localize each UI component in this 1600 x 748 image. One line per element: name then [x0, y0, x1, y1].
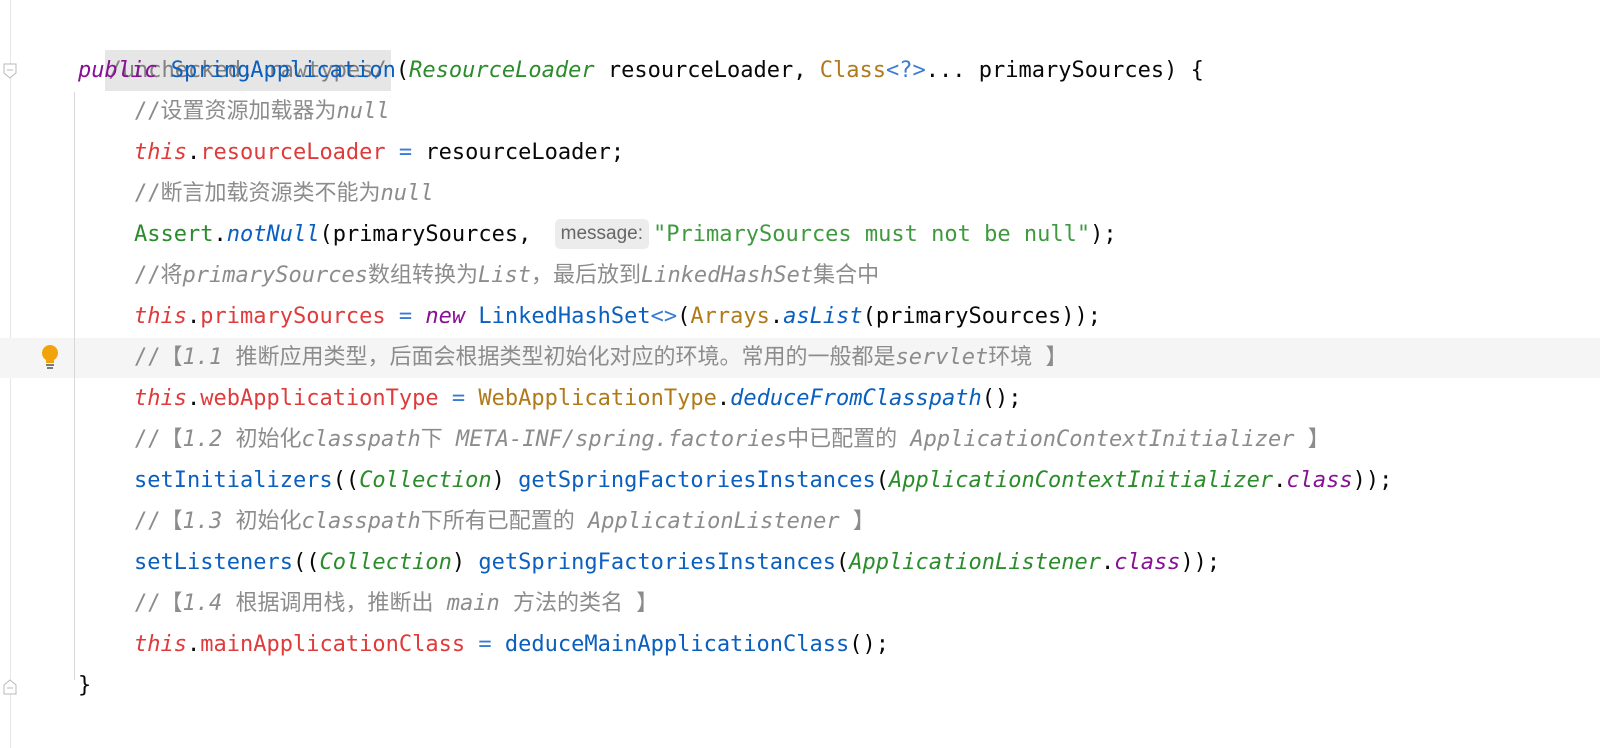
lightbulb-icon[interactable]	[39, 344, 61, 376]
generic-wildcard: <?>	[886, 58, 926, 83]
type-collection: Collection	[319, 550, 452, 575]
code-line-setlisteners[interactable]: setListeners((Collection) getSpringFacto…	[134, 550, 1221, 575]
class-linkedhashset: LinkedHashSet	[465, 304, 651, 329]
class-webapplicationtype: WebApplicationType	[478, 386, 717, 411]
code-line-comment-4[interactable]: //【1.1 推断应用类型，后面会根据类型初始化对应的环境。常用的一般都是ser…	[134, 337, 1067, 378]
code-line-comment-3[interactable]: //将primarySources数组转换为List，最后放到LinkedHas…	[134, 255, 879, 296]
code-line-assign-webapplicationtype[interactable]: this.webApplicationType = WebApplication…	[134, 386, 1022, 411]
code-line-annotation[interactable]: /unchecked, rawtypes/	[78, 9, 391, 91]
comment-text: //【1.3 初始化classpath下所有已配置的 ApplicationLi…	[134, 509, 875, 534]
comment-text: //【1.1 推断应用类型，后面会根据类型初始化对应的环境。常用的一般都是ser…	[134, 345, 1068, 370]
field-webapplicationtype: webApplicationType	[200, 386, 439, 411]
code-line-comment-6[interactable]: //【1.3 初始化classpath下所有已配置的 ApplicationLi…	[134, 501, 875, 542]
code-line-assert[interactable]: Assert.notNull(primarySources, message:"…	[134, 214, 1117, 255]
keyword-public: public	[78, 58, 158, 83]
field-resourceloader: resourceLoader	[200, 140, 386, 165]
code-line-signature[interactable]: public SpringApplication(ResourceLoader …	[78, 58, 1204, 83]
value-resourceloader: resourceLoader;	[425, 140, 625, 165]
keyword-new: new	[425, 304, 466, 329]
code-line-comment-1[interactable]: //设置资源加载器为null	[134, 91, 389, 132]
keyword-this: this	[134, 304, 187, 329]
constructor-name: SpringApplication	[170, 58, 396, 83]
annotation-text: /unchecked, rawtypes/	[104, 50, 391, 91]
code-line-comment-2[interactable]: //断言加载资源类不能为null	[134, 173, 433, 214]
closing-brace: }	[78, 673, 92, 698]
comment-text: //将primarySources数组转换为List，最后放到LinkedHas…	[134, 263, 880, 288]
code-line-closing-brace[interactable]: }	[78, 665, 91, 706]
comment-text: //【1.4 根据调用栈，推断出 main 方法的类名 】	[134, 591, 659, 616]
type-applicationcontextinitializer: ApplicationContextInitializer	[889, 468, 1274, 493]
code-line-setinitializers[interactable]: setInitializers((Collection) getSpringFa…	[134, 468, 1393, 493]
fold-end-icon[interactable]	[3, 679, 17, 695]
class-arrays: Arrays	[690, 304, 770, 329]
comment-text: //【1.2 初始化classpath下 META-INF/spring.fac…	[134, 427, 1330, 452]
keyword-this: this	[134, 386, 187, 411]
param-name-resourceloader: resourceLoader,	[594, 58, 820, 83]
class-assert: Assert	[134, 222, 214, 247]
parameter-hint: message:	[554, 218, 649, 249]
method-getspringfactoriesinstances: getSpringFactoriesInstances	[518, 468, 876, 493]
method-deducemainapplicationclass: deduceMainApplicationClass	[504, 632, 850, 657]
method-setlisteners: setListeners	[134, 550, 293, 575]
keyword-class: class	[1114, 550, 1181, 575]
string-literal: "PrimarySources must not be null"	[653, 222, 1091, 247]
method-getspringfactoriesinstances: getSpringFactoriesInstances	[478, 550, 837, 575]
code-line-assign-resourceloader[interactable]: this.resourceLoader = resourceLoader;	[134, 140, 625, 165]
code-line-assign-mainapplicationclass[interactable]: this.mainApplicationClass = deduceMainAp…	[134, 632, 890, 657]
code-line-assign-primarysources[interactable]: this.primarySources = new LinkedHashSet<…	[134, 304, 1101, 329]
code-line-comment-5[interactable]: //【1.2 初始化classpath下 META-INF/spring.fac…	[134, 419, 1330, 460]
method-setinitializers: setInitializers	[134, 468, 333, 493]
comment-text: //断言加载资源类不能为null	[134, 181, 434, 206]
keyword-this: this	[134, 632, 187, 657]
param-primarysources: ... primarySources) {	[925, 58, 1204, 83]
indent-guide	[74, 92, 75, 680]
param-type-resourceloader: ResourceLoader	[409, 58, 595, 83]
current-line-highlight	[0, 338, 1600, 378]
type-collection: Collection	[359, 468, 492, 493]
code-line-comment-7[interactable]: //【1.4 根据调用栈，推断出 main 方法的类名 】	[134, 583, 658, 624]
keyword-this: this	[134, 140, 187, 165]
comment-text: //设置资源加载器为null	[134, 99, 390, 124]
param-type-class: Class	[819, 58, 886, 83]
fold-toggle-icon[interactable]	[3, 63, 17, 79]
method-notnull: notNull	[226, 222, 320, 247]
type-applicationlistener: ApplicationListener	[849, 550, 1101, 575]
field-mainapplicationclass: mainApplicationClass	[200, 632, 466, 657]
method-deducefromclasspath: deduceFromClasspath	[730, 386, 982, 411]
method-aslist: asList	[783, 304, 863, 329]
field-primarysources: primarySources	[200, 304, 386, 329]
keyword-class: class	[1286, 468, 1353, 493]
